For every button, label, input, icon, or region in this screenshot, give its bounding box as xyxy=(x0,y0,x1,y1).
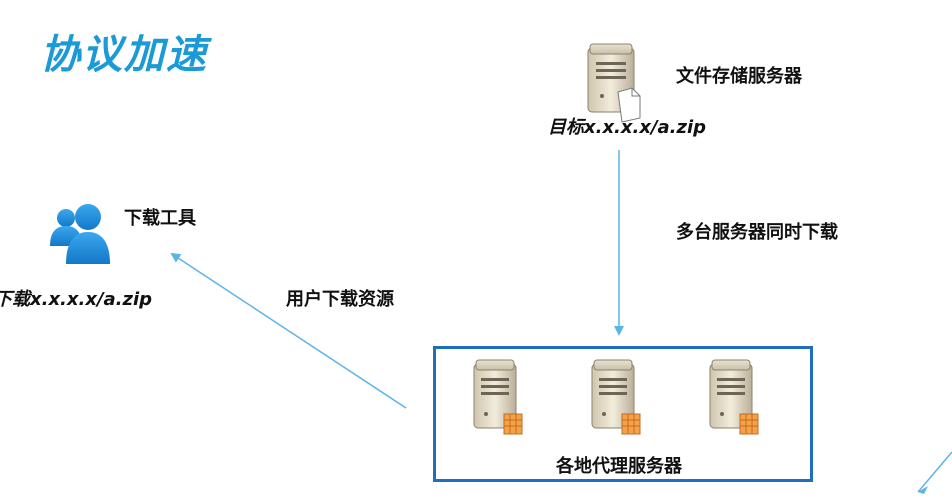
arrow-to-user xyxy=(170,252,407,409)
user-download-label: 用户下载资源 xyxy=(286,289,394,310)
page-title: 协议加速 xyxy=(40,32,208,78)
proxy-server-icon xyxy=(473,359,523,435)
proxy-group-label: 各地代理服务器 xyxy=(556,456,682,477)
download-path-label: 下载x.x.x.x/a.zip xyxy=(0,289,153,310)
proxy-group-box xyxy=(433,346,813,482)
corner-decoration xyxy=(917,451,952,493)
download-tool-label: 下载工具 xyxy=(124,208,196,229)
multi-download-label: 多台服务器同时下载 xyxy=(676,222,838,243)
target-file-label: 目标x.x.x.x/a.zip xyxy=(548,117,707,138)
file-server-icon xyxy=(587,43,641,123)
proxy-server-icon xyxy=(709,359,759,435)
file-server-label: 文件存储服务器 xyxy=(676,66,802,87)
proxy-server-icon xyxy=(591,359,641,435)
users-icon xyxy=(50,204,110,264)
